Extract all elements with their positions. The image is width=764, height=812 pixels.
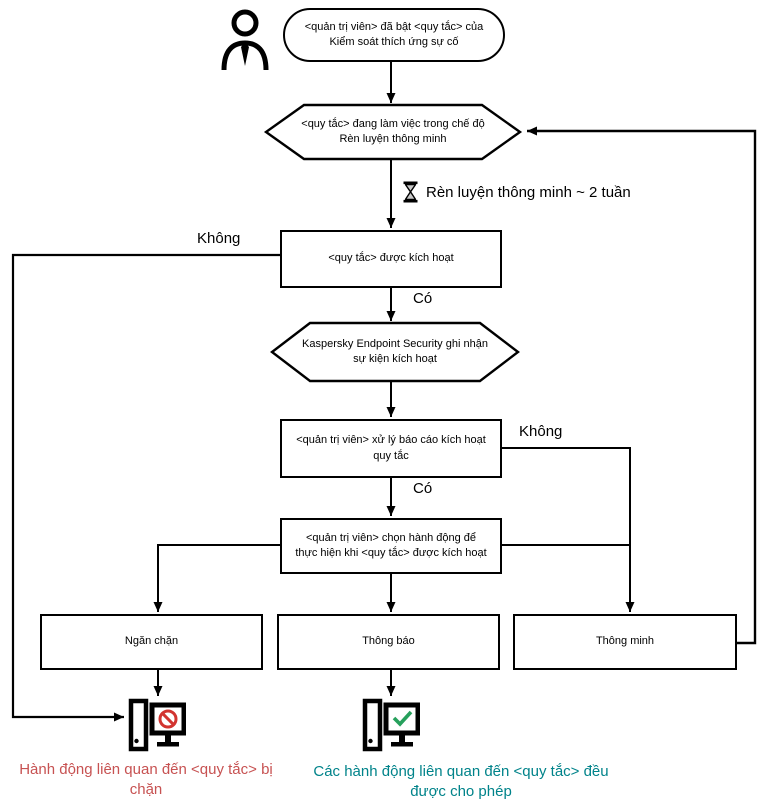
node-action-smart: Thông minh <box>513 614 737 670</box>
caption-blocked: Hành động liên quan đến <quy tắc> bị chặ… <box>19 761 273 799</box>
node-choose-action: <quản trị viên> chọn hành động để thực h… <box>280 518 502 574</box>
computer-allowed-icon <box>362 698 420 752</box>
training-duration: Rèn luyện thông minh ~ 2 tuần <box>403 181 631 203</box>
hourglass-icon <box>403 181 418 203</box>
computer-blocked-icon <box>128 698 186 752</box>
node-rule-triggered: <quy tắc> được kích hoạt <box>280 230 502 288</box>
caption-allowed: Các hành động liên quan đến <quy tắc> đề… <box>313 763 609 801</box>
branch-label-yes-2: Có <box>413 480 433 497</box>
branch-label-no-right: Không <box>519 423 563 440</box>
node-start: <quản trị viên> đã bật <quy tắc> của Kiể… <box>283 8 505 62</box>
node-start-label: <quản trị viên> đã bật <quy tắc> của Kiể… <box>304 20 484 48</box>
node-action-block-label: Ngăn chặn <box>124 635 179 648</box>
node-event-logged: Kaspersky Endpoint Security ghi nhận sự … <box>295 324 495 380</box>
node-training-mode: <quy tắc> đang làm việc trong chế độ Rèn… <box>290 106 496 158</box>
connector-choose-to-block <box>153 544 280 612</box>
node-action-notify: Thông báo <box>277 614 500 670</box>
node-choose-action-label: <quản trị viên> chọn hành động để thực h… <box>295 531 487 559</box>
connector-smart-feedback-to-training <box>527 126 757 645</box>
node-action-smart-label: Thông minh <box>595 635 655 648</box>
node-action-notify-label: Thông báo <box>362 635 415 648</box>
check-icon <box>392 710 413 727</box>
node-action-block: Ngăn chặn <box>40 614 263 670</box>
node-rule-triggered-label: <quy tắc> được kích hoạt <box>328 252 454 265</box>
branch-label-yes-1: Có <box>413 290 433 307</box>
node-process-report-label: <quản trị viên> xử lý báo cáo kích hoạt … <box>296 434 486 462</box>
training-duration-label: Rèn luyện thông minh ~ 2 tuần <box>426 183 631 201</box>
user-icon <box>221 9 269 71</box>
branch-label-no-left: Không <box>197 230 241 247</box>
connector-no-right-to-smart <box>502 447 635 612</box>
node-event-logged-label: Kaspersky Endpoint Security ghi nhận sự … <box>302 337 488 365</box>
prohibit-icon <box>158 709 178 729</box>
node-training-mode-label: <quy tắc> đang làm việc trong chế độ Rèn… <box>301 117 485 145</box>
node-process-report: <quản trị viên> xử lý báo cáo kích hoạt … <box>280 419 502 478</box>
